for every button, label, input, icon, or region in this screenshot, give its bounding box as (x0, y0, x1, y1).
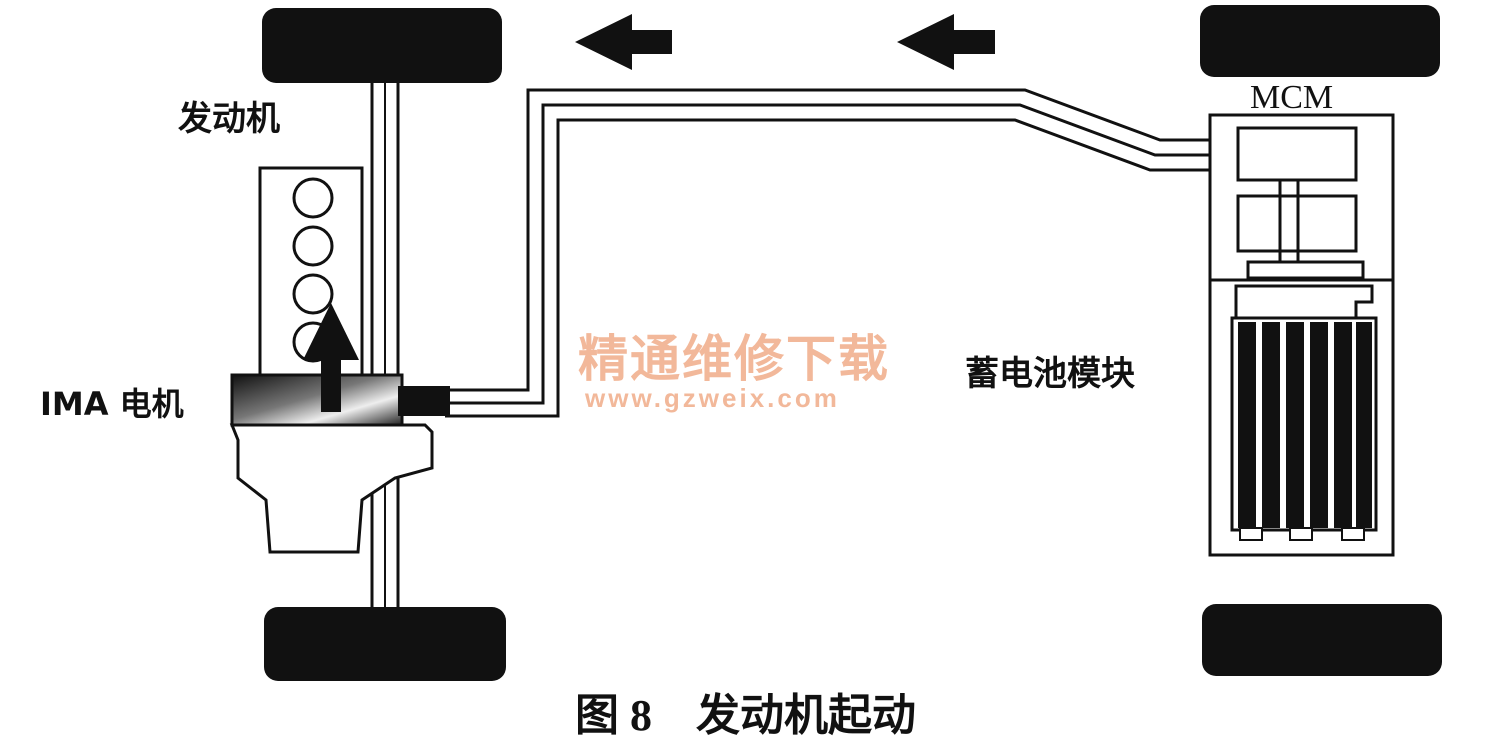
wheel-front-top (262, 8, 502, 83)
label-mcm: MCM (1250, 79, 1333, 116)
battery-cell (1262, 322, 1280, 528)
wheel-rear-top (1200, 5, 1440, 77)
wheel-rear-bottom (1202, 604, 1442, 676)
figure-caption: 图 8 发动机起动 (575, 691, 916, 738)
battery-cell (1310, 322, 1328, 528)
hv-cable (445, 88, 1237, 418)
cylinder (292, 225, 334, 267)
wheel-front-bottom (264, 607, 506, 681)
ima-motor (230, 373, 450, 427)
battery-cell (1334, 322, 1352, 528)
engine-block (258, 166, 364, 380)
mcm-unit (1236, 126, 1365, 280)
battery-cell (1356, 322, 1372, 528)
start-arrow (303, 303, 359, 412)
flow-arrow-right (897, 14, 995, 70)
label-battery-module: 蓄电池模块 (965, 354, 1135, 394)
label-ima-motor: IMA 电机 (40, 385, 184, 423)
cylinder (292, 273, 334, 315)
label-engine: 发动机 (178, 99, 280, 139)
flow-arrow-left (575, 14, 672, 70)
cylinder (292, 177, 334, 219)
drive-shaft (370, 73, 400, 612)
transmission-housing (229, 423, 434, 554)
watermark-title: 精通维修下载 (578, 330, 890, 388)
battery-cell (1286, 322, 1304, 528)
battery-cell (1238, 322, 1256, 528)
battery-cells (1230, 284, 1378, 541)
watermark-url: www.gzweix.com (584, 383, 840, 413)
